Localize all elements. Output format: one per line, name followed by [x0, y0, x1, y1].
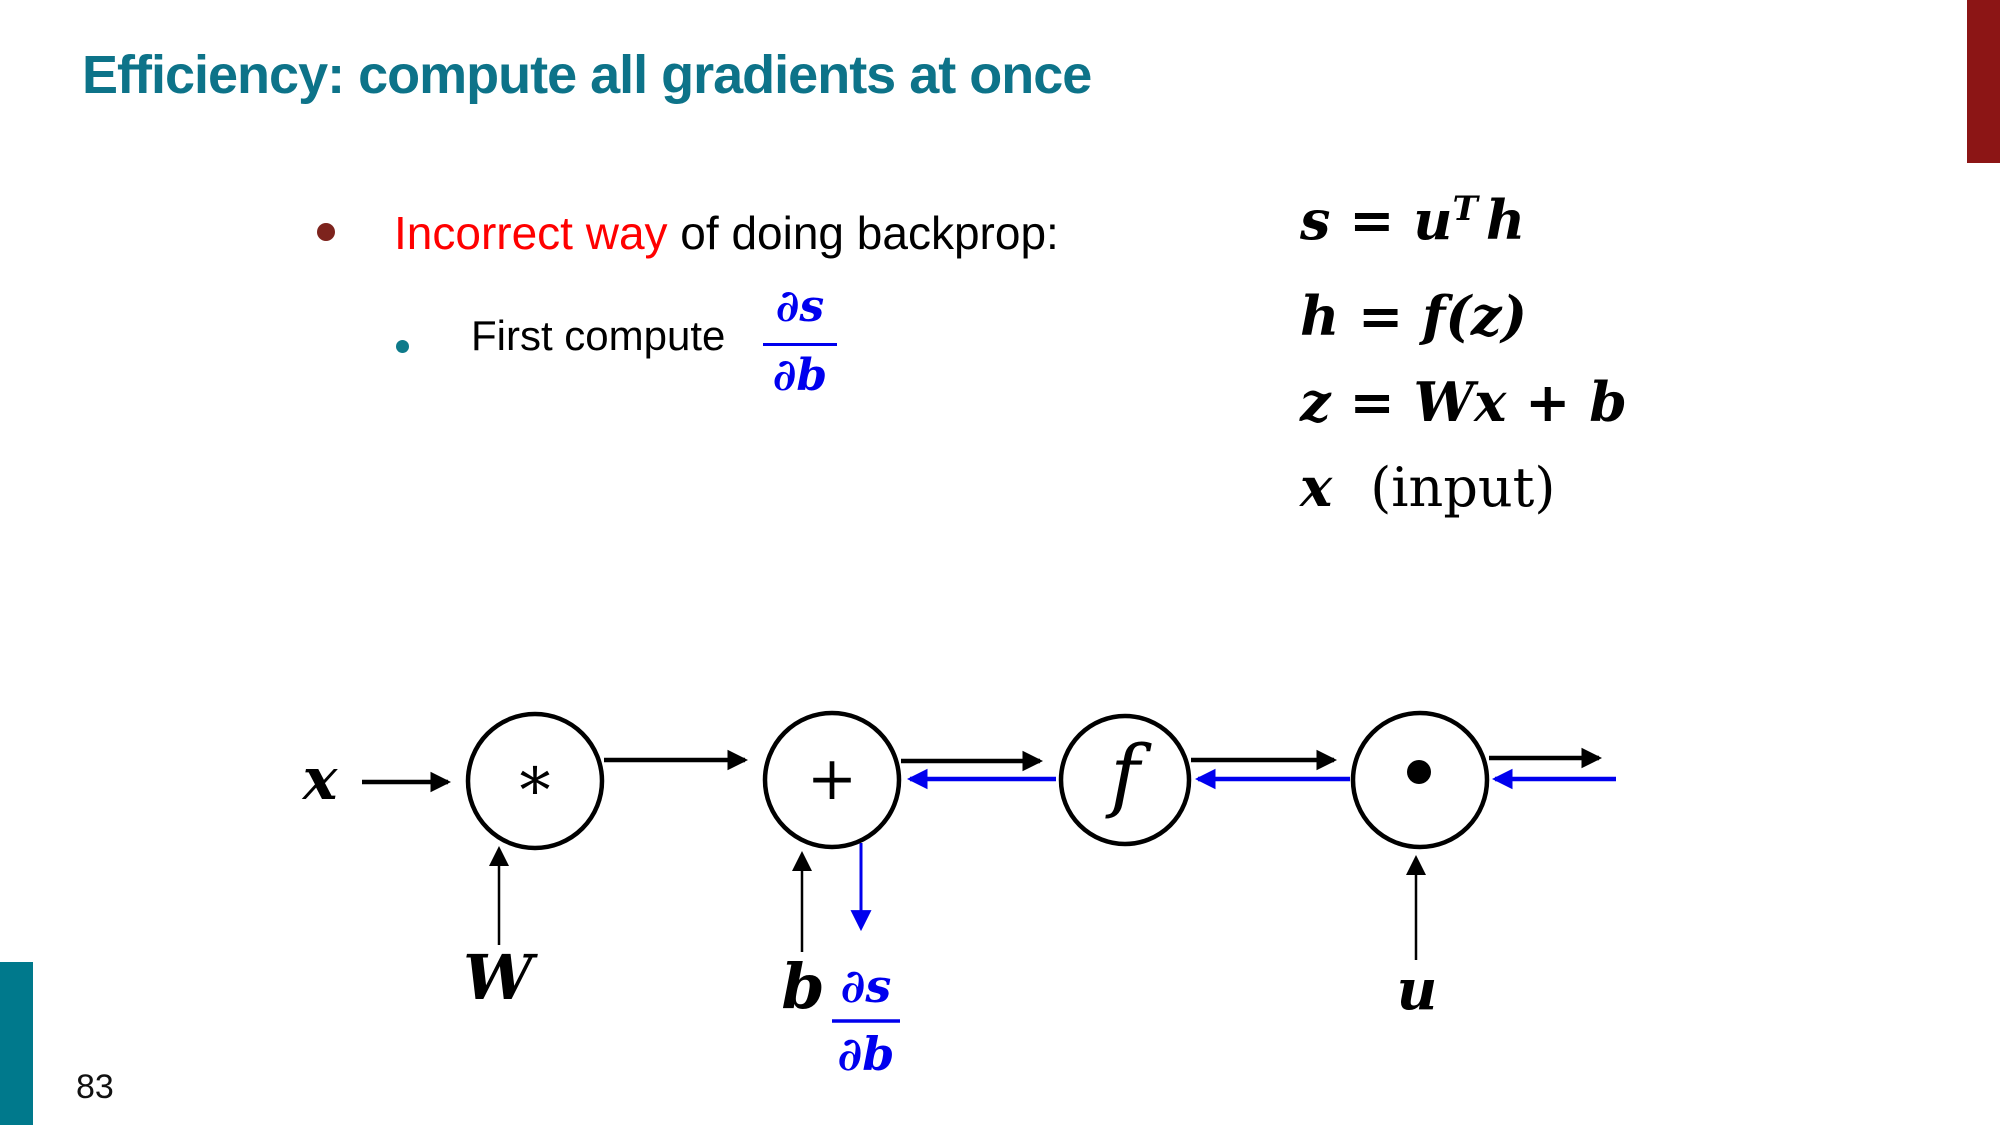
- equation-x-var: x: [1300, 455, 1333, 519]
- top-right-accent-bar: [1967, 0, 2000, 163]
- fraction-denominator: ∂b: [772, 350, 828, 401]
- fraction-numerator: ∂s: [775, 281, 825, 332]
- node-f: [1058, 713, 1192, 847]
- equation-s-pre: s = u: [1300, 188, 1453, 252]
- equation-z: z = Wx + b: [1300, 370, 1627, 434]
- equation-x-note: (input): [1370, 456, 1556, 519]
- gradient-fraction-inline: ∂s ∂b: [760, 281, 840, 400]
- sub-bullet-text: First compute: [471, 312, 726, 359]
- bullet-marker: [317, 223, 335, 241]
- equation-x: x (input): [1300, 455, 1555, 519]
- diagram-fraction-numerator: ∂s: [841, 959, 891, 1013]
- bottom-left-accent-bar: [0, 962, 33, 1125]
- sub-bullet-marker: [396, 340, 409, 353]
- bullet-main-text: Incorrect way of doing backprop:: [394, 206, 1059, 260]
- u-label: u: [1397, 957, 1438, 1023]
- equation-s-post: h: [1485, 188, 1526, 252]
- diagram-fraction-denominator: ∂b: [838, 1027, 895, 1081]
- node-multiply: [465, 711, 605, 851]
- slide-title: Efficiency: compute all gradients at onc…: [82, 45, 1092, 105]
- input-x-label: x: [301, 745, 339, 813]
- bullet-main-highlight: Incorrect way: [394, 207, 668, 259]
- bullet-main-rest: of doing backprop:: [667, 207, 1059, 259]
- equation-s-sup: T: [1452, 189, 1478, 229]
- weight-w-label: W: [463, 941, 538, 1014]
- node-add: [762, 710, 902, 850]
- fraction-bar: [763, 343, 837, 346]
- equation-h: h = f(z): [1300, 284, 1528, 348]
- multiply-op-glyph: *: [520, 754, 551, 827]
- dot-op-glyph: [1407, 760, 1431, 784]
- add-op-glyph: +: [807, 744, 857, 814]
- bias-b-label: b: [781, 950, 824, 1023]
- page-number: 83: [76, 1068, 114, 1106]
